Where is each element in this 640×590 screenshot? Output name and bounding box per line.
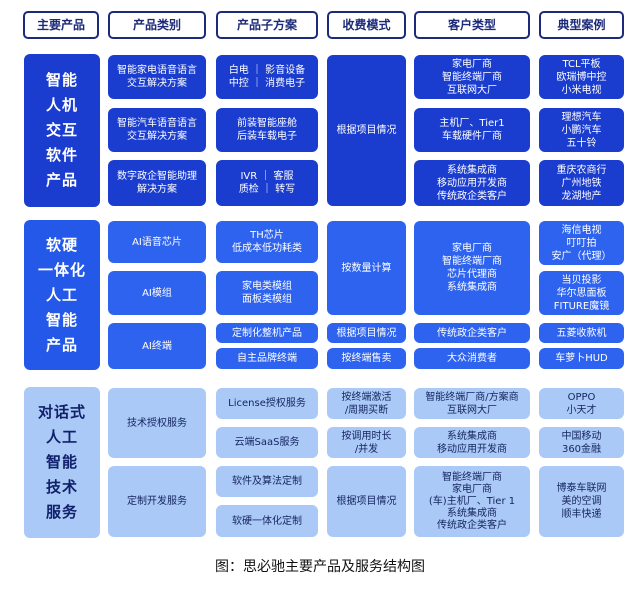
section1-charge: 根据项目情况 [327, 55, 406, 206]
section2-category-chip: AI语音芯片 [108, 221, 206, 263]
section3-charge-project: 根据项目情况 [327, 466, 406, 537]
section2-customer-consumer: 大众消费者 [414, 348, 530, 369]
section3-customer-license: 智能终端厂商/方案商 互联网大厂 [414, 388, 530, 419]
section1-customer-auto: 主机厂、Tier1 车载硬件厂商 [414, 108, 530, 152]
section3-sub-software: 软件及算法定制 [216, 466, 318, 497]
section3-sub-saas: 云端SaaS服务 [216, 427, 318, 458]
figure-caption: 图：思必驰主要产品及服务结构图 [215, 559, 425, 575]
section2-customer-main: 家电厂商 智能终端厂商 芯片代理商 系统集成商 [414, 221, 530, 315]
section3-case-saas: 中国移动 360金融 [539, 427, 624, 458]
section3-case-license: OPPO 小天才 [539, 388, 624, 419]
section2-charge-sale: 按终端售卖 [327, 348, 406, 369]
section1-case-auto: 理想汽车 小鹏汽车 五十铃 [539, 108, 624, 152]
section2-product: 软硬 一体化 人工 智能 产品 [24, 220, 100, 370]
section3-charge-activation: 按终端激活 /周期买断 [327, 388, 406, 419]
header-typical-case: 典型案例 [539, 11, 624, 39]
section2-case-chip: 海信电视 叮叮拍 安广（代理） [539, 221, 624, 265]
header-charge-mode: 收费模式 [327, 11, 406, 39]
section2-charge-project: 根据项目情况 [327, 323, 406, 343]
section2-customer-gov: 传统政企类客户 [414, 323, 530, 343]
section2-case-cashier: 五菱收款机 [539, 323, 624, 343]
section3-product: 对话式 人工 智能 技术 服务 [24, 387, 100, 538]
section2-case-module: 当贝投影 华尔思面板 FITURE魔镜 [539, 271, 624, 315]
section1-sub-home: 白电 ｜ 影音设备 中控 ｜ 消费电子 [216, 55, 318, 99]
header-customer-type: 客户类型 [414, 11, 530, 39]
section1-customer-home: 家电厂商 智能终端厂商 互联网大厂 [414, 55, 530, 99]
section2-case-hud: 车萝卜HUD [539, 348, 624, 369]
section3-charge-duration: 按调用时长 /并发 [327, 427, 406, 458]
section3-customer-saas: 系统集成商 移动应用开发商 [414, 427, 530, 458]
section1-sub-auto: 前装智能座舱 后装车载电子 [216, 108, 318, 152]
section2-sub-custom: 定制化整机产品 [216, 323, 318, 343]
section2-sub-brand: 自主品牌终端 [216, 348, 318, 369]
section1-case-home: TCL平板 欧瑞博中控 小米电视 [539, 55, 624, 99]
section1-category-home: 智能家电语音语言 交互解决方案 [108, 55, 206, 99]
header-product-category: 产品类别 [108, 11, 206, 39]
section3-sub-hardware: 软硬一体化定制 [216, 505, 318, 537]
header-main-product: 主要产品 [23, 11, 99, 39]
section3-customer-custom: 智能终端厂商 家电厂商 (车)主机厂、Tier 1 系统集成商 传统政企类客户 [414, 466, 530, 537]
section3-case-custom: 博泰车联网 美的空调 顺丰快递 [539, 466, 624, 537]
section3-sub-license: License授权服务 [216, 388, 318, 419]
section2-category-module: AI模组 [108, 271, 206, 315]
section1-category-gov: 数字政企智能助理 解决方案 [108, 160, 206, 206]
section1-case-gov: 重庆农商行 广州地铁 龙湖地产 [539, 160, 624, 206]
header-sub-solution: 产品子方案 [216, 11, 318, 39]
section1-category-auto: 智能汽车语音语言 交互解决方案 [108, 108, 206, 152]
section3-category-license: 技术授权服务 [108, 388, 206, 458]
section1-sub-gov: IVR ｜ 客服 质检 ｜ 转写 [216, 160, 318, 206]
section1-product: 智能 人机 交互 软件 产品 [24, 54, 100, 207]
section3-category-custom: 定制开发服务 [108, 466, 206, 537]
section2-category-terminal: AI终端 [108, 323, 206, 369]
section1-customer-gov: 系统集成商 移动应用开发商 传统政企类客户 [414, 160, 530, 206]
section2-charge-count: 按数量计算 [327, 221, 406, 315]
section2-sub-chip: TH芯片 低成本低功耗类 [216, 221, 318, 263]
section2-sub-module: 家电类模组 面板类模组 [216, 271, 318, 315]
